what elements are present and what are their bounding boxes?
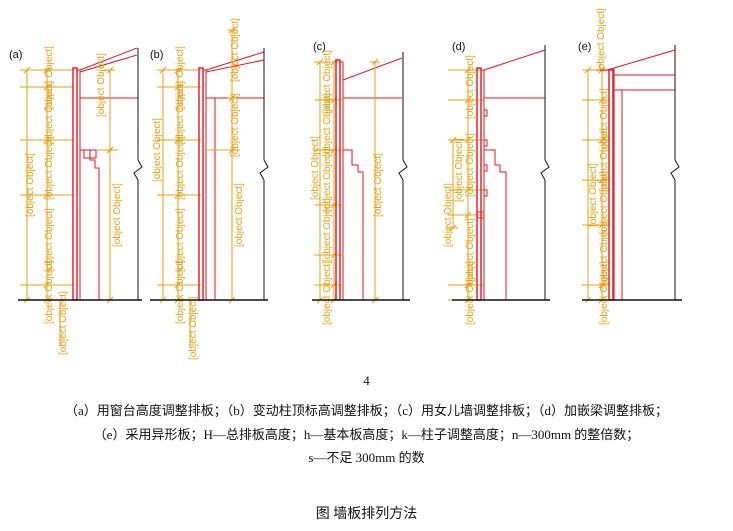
panel-e-label: (e) <box>578 41 591 53</box>
dim-label-n300s: [object Object] <box>373 153 384 217</box>
panel-a-label: (a) <box>9 49 22 61</box>
window-sill-ledge <box>80 149 100 300</box>
dim-label: [object Object] <box>465 218 476 282</box>
dim-label: [object Object] <box>44 208 55 272</box>
embedded-beam-tab <box>483 139 488 147</box>
break-line-symbol <box>670 159 680 181</box>
dimension-tick-slash <box>106 66 114 74</box>
break-line-symbol <box>540 159 550 181</box>
parapet-panel <box>335 59 341 301</box>
roof-line <box>342 57 403 81</box>
dim-label-n300: [object Object] <box>230 93 241 157</box>
dim-label-h-top: [object Object] <box>175 46 186 110</box>
dim-label: [object Object] <box>322 148 333 212</box>
panel-b-label: (b) <box>150 49 163 61</box>
dim-label-300s: [object Object] <box>443 183 454 247</box>
embedded-beam-tab <box>483 164 488 172</box>
break-line-symbol <box>133 159 143 181</box>
dim-label-total: [object Object] <box>25 153 36 217</box>
caption-line-3: s—不足 300mm 的数 <box>308 450 425 465</box>
caption-line-2: （e）采用异形板；H—总排板高度；h—基本板高度；k—柱子调整高度；n—300m… <box>93 427 640 442</box>
dim-label-300s: [object Object] <box>58 291 69 355</box>
beam-ledge <box>343 149 364 300</box>
caption-line-1: （a）用窗台高度调整排板；（b）变动柱顶标高调整排板；（c）用女儿墙调整排板；（… <box>64 403 669 418</box>
dim-label-total: [object Object] <box>310 136 321 200</box>
dim-label-n300s: [object Object] <box>96 53 107 117</box>
dim-label-h-top: [object Object] <box>44 46 55 110</box>
roof-line <box>205 51 265 71</box>
dim-label: [object Object] <box>322 198 333 262</box>
break-line-symbol <box>259 159 269 181</box>
panel-d: (d)[object Object][object Object][object… <box>443 41 550 325</box>
dimension-tick-slash <box>228 94 236 102</box>
embedded-beam-tab <box>483 109 488 117</box>
dimension-tick-slash <box>371 58 379 66</box>
figure-number: 4 <box>363 373 370 388</box>
dim-label: [object Object] <box>175 208 186 272</box>
wall-panel-face <box>480 69 485 301</box>
wall-panel-face <box>339 61 344 301</box>
panel-c-label: (c) <box>313 41 326 53</box>
panel-b: (b)[object Object][object Object][object… <box>150 18 269 360</box>
dim-label: [object Object] <box>465 55 476 119</box>
sill-block <box>83 149 97 159</box>
dim-label-h-bottom: [object Object] <box>44 260 55 324</box>
roof-line-2 <box>205 59 265 73</box>
embedded-beam <box>476 211 485 219</box>
dimension-tick-slash <box>449 224 457 232</box>
wall-panel-face <box>76 69 81 301</box>
dim-label: [object Object] <box>175 81 186 145</box>
dim-label-n300s-top: [object Object] <box>230 18 241 82</box>
dim-label: [object Object] <box>322 50 333 114</box>
dim-label-n300s-top: [object Object] <box>596 8 607 72</box>
panel-e: (e)[object Object][object Object][object… <box>578 8 682 325</box>
dim-label-total: [object Object] <box>588 163 599 227</box>
dim-label: [object Object] <box>599 171 610 235</box>
panel-a: (a)[object Object][object Object][object… <box>9 46 143 355</box>
figure-title: 图 墙板排列方法 <box>315 507 418 522</box>
wall-panel-column <box>198 67 204 301</box>
break-line-symbol <box>398 159 408 181</box>
dim-label: [object Object] <box>44 136 55 200</box>
dim-label-n600: [object Object] <box>234 183 245 247</box>
dim-label-n600: [object Object] <box>112 183 123 247</box>
beam-ledge <box>484 149 507 300</box>
dim-label-total: [object Object] <box>454 138 465 202</box>
dim-label: [object Object] <box>322 93 333 157</box>
roof-line <box>613 49 676 69</box>
dim-label: [object Object] <box>175 136 186 200</box>
panel-d-label: (d) <box>452 41 465 53</box>
panel-c: (c)[object Object][object Object][object… <box>310 41 410 325</box>
dim-label-0or300: [object Object] <box>188 296 199 360</box>
dim-label: [object Object] <box>465 133 476 197</box>
dim-label: [object Object] <box>44 81 55 145</box>
wall-panel-face <box>202 69 207 301</box>
roof-line <box>79 47 138 71</box>
roof-line <box>483 49 546 71</box>
embedded-beam-tab <box>483 189 488 197</box>
dim-label: [object Object] <box>599 88 610 152</box>
dim-label-total: [object Object] <box>152 118 163 182</box>
dim-label-h: [object Object] <box>322 261 333 325</box>
dimension-tick-slash <box>228 26 236 34</box>
wall-panel-column <box>72 67 78 301</box>
dim-label: [object Object] <box>599 128 610 192</box>
roof-line-2 <box>79 54 138 73</box>
dim-label: [object Object] <box>599 221 610 285</box>
dim-label-h: [object Object] <box>465 261 476 325</box>
wall-panel-column <box>476 67 482 301</box>
dim-label-h-bottom: [object Object] <box>175 260 186 324</box>
dim-label-h: [object Object] <box>599 261 610 325</box>
wall-panel-column <box>608 69 614 301</box>
